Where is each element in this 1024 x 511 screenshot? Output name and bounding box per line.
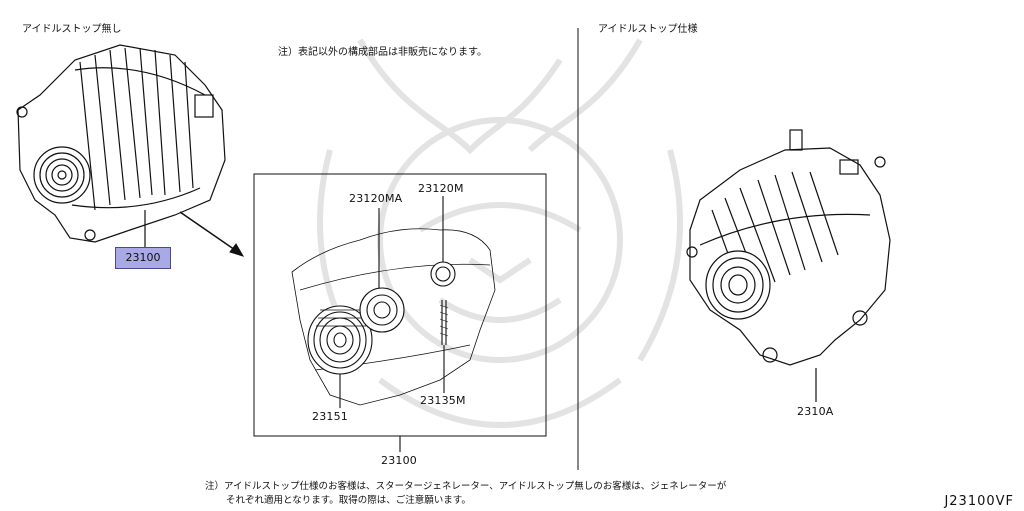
alternator-left-drawing	[16, 44, 226, 247]
part-number-23100-group[interactable]: 23100	[381, 454, 417, 467]
part-number-23120MA[interactable]: 23120MA	[349, 192, 403, 205]
detail-parts-drawing	[291, 196, 496, 452]
arrow-to-detail	[179, 211, 245, 257]
diagram-code: J23100VF	[944, 494, 1014, 509]
header-no-idle-stop: アイドルストップ無し	[22, 24, 122, 35]
part-number-2310A[interactable]: 2310A	[797, 405, 834, 418]
part-number-23120M[interactable]: 23120M	[418, 182, 464, 195]
part-number-23135M[interactable]: 23135M	[420, 394, 466, 407]
watermark-emblem	[317, 38, 683, 428]
note-top: 注）表記以外の構成部品は非販売になります。	[278, 47, 487, 58]
header-idle-stop: アイドルストップ仕様	[598, 24, 698, 35]
alternator-right-drawing	[686, 129, 891, 402]
footnote-line-1: 注）アイドルストップ仕様のお客様は、スタータージェネレーター、アイドルストップ無…	[205, 481, 727, 492]
part-number-23100-highlighted[interactable]: 23100	[115, 247, 171, 269]
part-number-23151[interactable]: 23151	[312, 410, 348, 423]
footnote-line-2: それぞれ適用となります。取得の際は、ご注意願います。	[226, 495, 471, 506]
